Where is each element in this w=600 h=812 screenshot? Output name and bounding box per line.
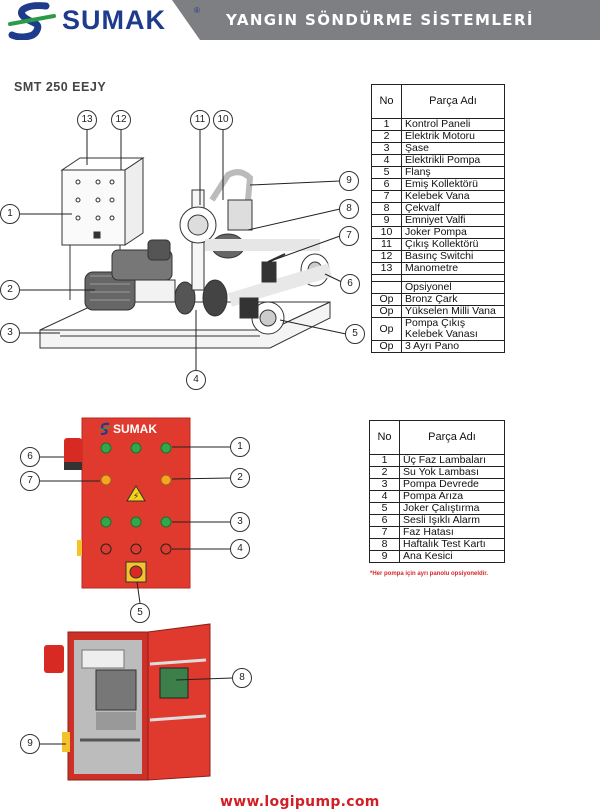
callout-panel-6: 6 — [20, 447, 40, 467]
footer-website-link[interactable]: www.logipump.com — [220, 794, 380, 810]
open-cabinet-illustration — [44, 623, 211, 781]
callout-panel-7: 7 — [20, 471, 40, 491]
table2-header-name: Parça Adı — [399, 420, 505, 455]
callout-pump-4: 4 — [186, 370, 206, 390]
callout-panel-4: 4 — [230, 539, 250, 559]
callout-pump-13: 13 — [77, 110, 97, 130]
table-row-optional-title: Opsiyonel — [371, 281, 505, 294]
header-tagline: YANGIN SÖNDÜRME SİSTEMLERİ — [226, 11, 534, 29]
control-panel-illustration: ⚡ — [64, 417, 191, 589]
panel-logo-s-icon — [98, 422, 112, 436]
sumak-s-logo-icon — [8, 2, 56, 40]
model-title: SMT 250 EEJY — [14, 80, 107, 94]
callout-pump-1: 1 — [0, 204, 20, 224]
callout-pump-6: 6 — [340, 274, 360, 294]
callout-pump-10: 10 — [213, 110, 233, 130]
callout-pump-11: 11 — [190, 110, 210, 130]
callout-pump-12: 12 — [111, 110, 131, 130]
table2-footnote: *Her pompa için ayrı panolu opsiyoneldir… — [370, 571, 489, 577]
callout-pump-7: 7 — [339, 226, 359, 246]
panel-logo: SUMAK — [98, 421, 178, 437]
open-cabinet-leader-lines — [40, 677, 233, 745]
table2-header-no: No — [369, 420, 400, 455]
callout-cabinet-9: 9 — [20, 734, 40, 754]
callout-panel-3: 3 — [230, 512, 250, 532]
callout-pump-2: 2 — [0, 280, 20, 300]
svg-text:⚡: ⚡ — [133, 492, 139, 502]
header-band: YANGIN SÖNDÜRME SİSTEMLERİ — [172, 0, 600, 40]
callout-panel-5: 5 — [130, 603, 150, 623]
callout-panel-1: 1 — [230, 437, 250, 457]
callout-pump-9: 9 — [339, 171, 359, 191]
panel-logo-text: SUMAK — [113, 422, 157, 436]
brand-name: SUMAK — [62, 5, 166, 35]
brand-logo: SUMAK ® — [8, 2, 200, 40]
callout-pump-8: 8 — [339, 199, 359, 219]
callout-panel-2: 2 — [230, 468, 250, 488]
callout-pump-3: 3 — [0, 323, 20, 343]
page-header: YANGIN SÖNDÜRME SİSTEMLERİ SUMAK ® — [0, 0, 600, 40]
callout-pump-5: 5 — [345, 324, 365, 344]
control-panel-leader-lines — [40, 446, 231, 604]
pump-set-illustration — [39, 157, 333, 349]
callout-cabinet-8: 8 — [232, 668, 252, 688]
table1-header-name: Parça Adı — [401, 84, 505, 119]
registered-mark: ® — [194, 6, 200, 15]
table1-header-no: No — [371, 84, 402, 119]
